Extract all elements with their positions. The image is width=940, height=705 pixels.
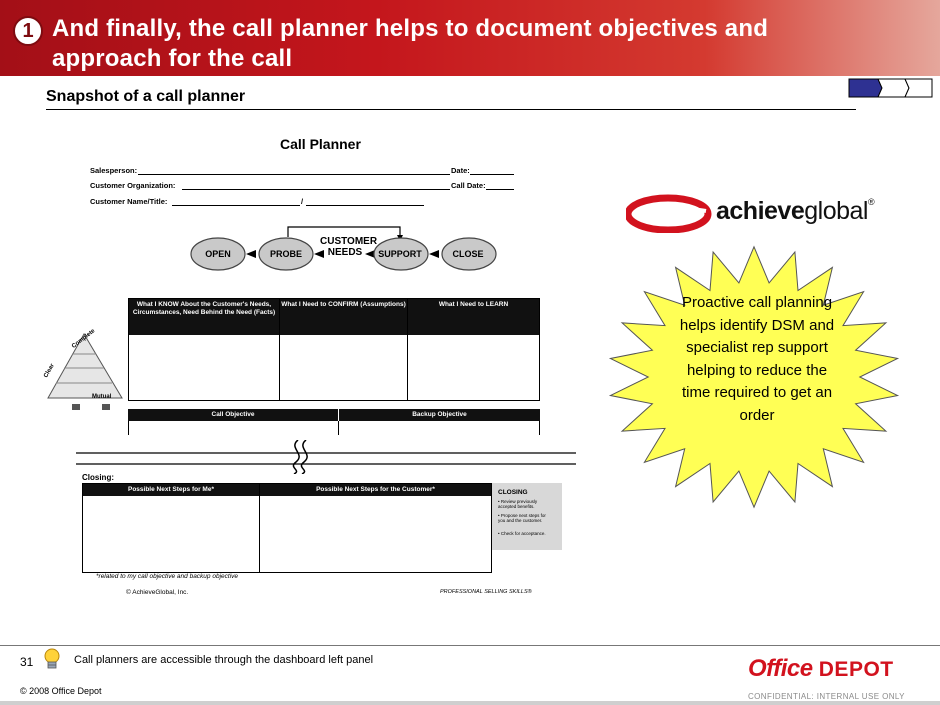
call-date-label: Call Date: <box>451 181 486 190</box>
needs-table <box>128 298 540 401</box>
feedback-arrow-line <box>287 226 401 237</box>
date-label: Date: <box>451 166 470 175</box>
process-flow-diagram <box>190 226 497 271</box>
step-open-label: OPEN <box>205 249 231 259</box>
pyramid-label-mutual: Mutual <box>92 394 112 400</box>
footer-divider <box>0 645 940 646</box>
arrow-needs-support <box>365 250 375 258</box>
footer-copyright: © 2008 Office Depot <box>20 686 102 696</box>
step-support-label: SUPPORT <box>378 249 422 259</box>
customer-name-line <box>172 205 300 206</box>
closing-item: • Check for acceptance. <box>498 531 546 536</box>
arrow-probe-needs <box>314 250 324 258</box>
section-subtitle: Snapshot of a call planner <box>46 88 246 105</box>
achieveglobal-logo <box>626 194 712 233</box>
customer-name-label: Customer Name/Title: <box>90 197 168 206</box>
arrow-support-close <box>429 250 439 258</box>
next-steps-divider <box>259 484 260 572</box>
closing-sidebar <box>492 483 562 550</box>
salesperson-line <box>138 174 450 175</box>
objective-border-left <box>128 421 129 435</box>
backup-objective-header: Backup Objective <box>339 409 540 421</box>
objective-border-mid <box>338 421 339 435</box>
closing-sidebar-title: CLOSING <box>498 489 528 496</box>
title-line <box>306 205 424 206</box>
arrow-open-probe <box>246 250 256 258</box>
lightbulb-icon <box>44 648 60 669</box>
step-close-label: CLOSE <box>452 249 484 259</box>
next-steps-table <box>82 483 492 573</box>
callout-text: Proactive call planning helps identify D… <box>679 294 835 424</box>
pyramid-illustration <box>47 333 123 410</box>
footer-note: Call planners are accessible through the… <box>74 654 374 666</box>
wordmark-light: global <box>804 197 868 225</box>
next-steps-me-header: Possible Next Steps for Me* <box>83 484 259 496</box>
form-copyright: © AchieveGlobal, Inc. <box>126 589 189 596</box>
customer-org-label: Customer Organization: <box>90 181 176 190</box>
customer-org-line <box>182 189 450 190</box>
confidential-notice: CONFIDENTIAL: INTERNAL USE ONLY <box>748 692 905 701</box>
next-steps-customer-header: Possible Next Steps for the Customer* <box>260 484 491 496</box>
progress-step-1 <box>848 78 883 98</box>
subtitle-divider <box>46 109 856 110</box>
table-divider-2 <box>407 299 408 400</box>
call-date-line <box>486 189 514 190</box>
salesperson-label: Salesperson: <box>90 166 138 175</box>
call-objective-header: Call Objective <box>128 409 338 421</box>
closing-label: Closing: <box>82 473 114 482</box>
achieveglobal-wordmark: achieveglobal® <box>716 197 875 226</box>
slide-title: And finally, the call planner helps to d… <box>52 15 769 72</box>
slash-separator: / <box>301 197 304 206</box>
title-banner <box>0 0 940 76</box>
progress-step-2 <box>877 78 910 98</box>
table-divider-1 <box>279 299 280 400</box>
table-header-confirm: What I Need to CONFIRM (Assumptions) <box>280 299 407 335</box>
date-line <box>470 174 514 175</box>
wordmark-bold: achieve <box>716 197 805 225</box>
closing-item: • Review previously accepted benefits. <box>498 499 538 509</box>
close-step-shape <box>441 237 497 271</box>
brand-main: Office <box>748 655 813 682</box>
form-title: Call Planner <box>280 136 361 152</box>
registered-mark: ® <box>867 197 875 207</box>
page-number: 31 <box>20 655 34 669</box>
call-planner-form: Call Planner Salesperson: Date: Customer… <box>40 128 580 608</box>
progress-step-3 <box>904 78 933 98</box>
form-program-name: PROFESSIONAL SELLING SKILLS® <box>440 589 532 595</box>
objective-border-right <box>539 421 540 435</box>
brand-second: DEPOT <box>818 658 894 681</box>
starburst-shape <box>608 245 900 509</box>
page-break-symbol <box>76 440 576 474</box>
support-step-shape <box>373 237 429 271</box>
callout-starburst <box>608 245 900 509</box>
probe-step-shape <box>258 237 314 271</box>
step-probe-label: PROBE <box>269 249 302 259</box>
table-header-know: What I KNOW About the Customer's Needs, … <box>129 299 279 335</box>
step-customer-needs-label: CUSTOMER NEEDS <box>320 236 378 258</box>
table-header-learn: What I Need to LEARN <box>408 299 539 335</box>
open-step-shape <box>190 237 246 271</box>
slide-number-badge: 1 <box>13 16 43 46</box>
closing-item: • Propose next steps for you and the cus… <box>498 513 546 523</box>
bottom-bar <box>0 701 940 705</box>
form-footnote: *related to my call objective and backup… <box>96 573 238 580</box>
office-depot-logo: Office DEPOT <box>748 655 894 683</box>
progress-tracker <box>848 78 933 98</box>
